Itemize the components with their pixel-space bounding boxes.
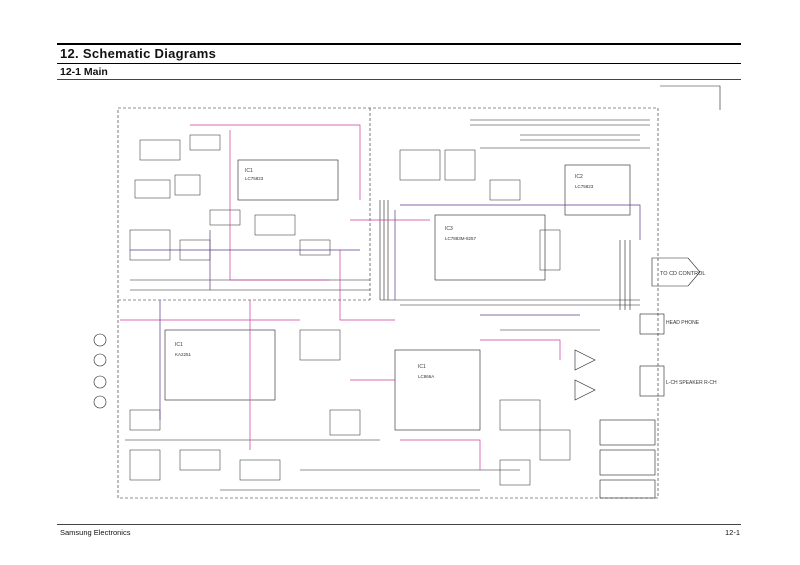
cd-control-label: TO CD CONTROL [660,271,705,277]
ic-part-label: KA2251 [175,352,192,357]
section-title: 12-1 Main [60,66,108,78]
ic-ref-label: IC1 [418,364,426,370]
ic-part-label: LC75823 [575,184,594,189]
footer-company: Samsung Electronics [60,528,131,537]
ic-ref-label: IC2 [575,174,583,180]
speaker-label: L-CH SPEAKER R-CH [666,380,717,386]
header-divider [57,63,741,64]
ic-part-label: LC75823 [245,176,264,181]
headphone-label: HEAD PHONE [666,320,700,326]
ic-part-label: LC866A [418,374,434,379]
ic-part-label: LC7883M-8257 [445,236,477,241]
section-divider [57,79,741,80]
footer-page-number: 12-1 [724,528,740,537]
page-title: 12. Schematic Diagrams [60,46,217,61]
ic-ref-label: IC1 [175,342,183,348]
ic-ref-label: IC3 [445,226,453,232]
ic-ref-label: IC1 [245,168,253,174]
footer-rule [57,524,741,525]
header-top-rule [57,43,741,45]
